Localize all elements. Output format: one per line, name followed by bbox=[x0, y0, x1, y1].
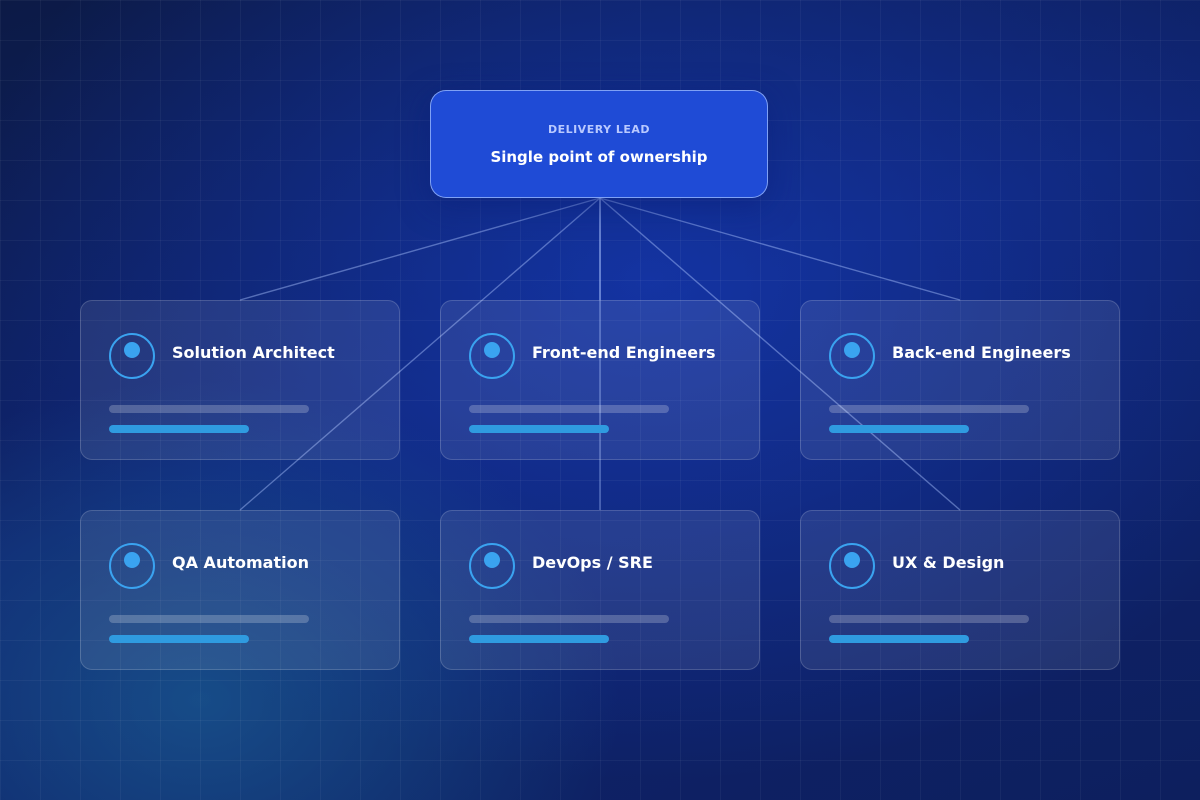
lead-title: Single point of ownership bbox=[490, 147, 708, 166]
person-icon bbox=[829, 543, 875, 589]
accent-bar bbox=[109, 635, 249, 643]
placeholder-bar bbox=[469, 615, 669, 623]
role-card-back-end-engineers: Back-end Engineers bbox=[800, 300, 1120, 460]
accent-bar bbox=[829, 635, 969, 643]
role-card-devops-sre: DevOps / SRE bbox=[440, 510, 760, 670]
accent-bar bbox=[469, 635, 609, 643]
accent-bar bbox=[469, 425, 609, 433]
role-card-front-end-engineers: Front-end Engineers bbox=[440, 300, 760, 460]
connector-to-back-end-engineers bbox=[599, 197, 961, 301]
delivery-lead-node: DELIVERY LEAD Single point of ownership bbox=[430, 90, 768, 198]
person-icon bbox=[469, 333, 515, 379]
accent-bar bbox=[109, 425, 249, 433]
placeholder-bar bbox=[829, 405, 1029, 413]
person-icon bbox=[469, 543, 515, 589]
person-icon bbox=[109, 543, 155, 589]
role-title: QA Automation bbox=[172, 553, 309, 572]
accent-bar bbox=[829, 425, 969, 433]
connector-to-solution-architect bbox=[239, 197, 601, 301]
role-card-ux-design: UX & Design bbox=[800, 510, 1120, 670]
role-card-qa-automation: QA Automation bbox=[80, 510, 400, 670]
connector-to-qa-automation bbox=[239, 197, 601, 511]
placeholder-bar bbox=[469, 405, 669, 413]
role-title: DevOps / SRE bbox=[532, 553, 653, 572]
person-icon bbox=[829, 333, 875, 379]
person-icon bbox=[109, 333, 155, 379]
placeholder-bar bbox=[829, 615, 1029, 623]
placeholder-bar bbox=[109, 615, 309, 623]
role-title: Front-end Engineers bbox=[532, 343, 716, 362]
role-card-solution-architect: Solution Architect bbox=[80, 300, 400, 460]
connector-to-ux-design bbox=[599, 197, 961, 511]
role-title: Back-end Engineers bbox=[892, 343, 1071, 362]
role-title: UX & Design bbox=[892, 553, 1005, 572]
role-title: Solution Architect bbox=[172, 343, 335, 362]
lead-kicker: DELIVERY LEAD bbox=[547, 122, 651, 136]
placeholder-bar bbox=[109, 405, 309, 413]
